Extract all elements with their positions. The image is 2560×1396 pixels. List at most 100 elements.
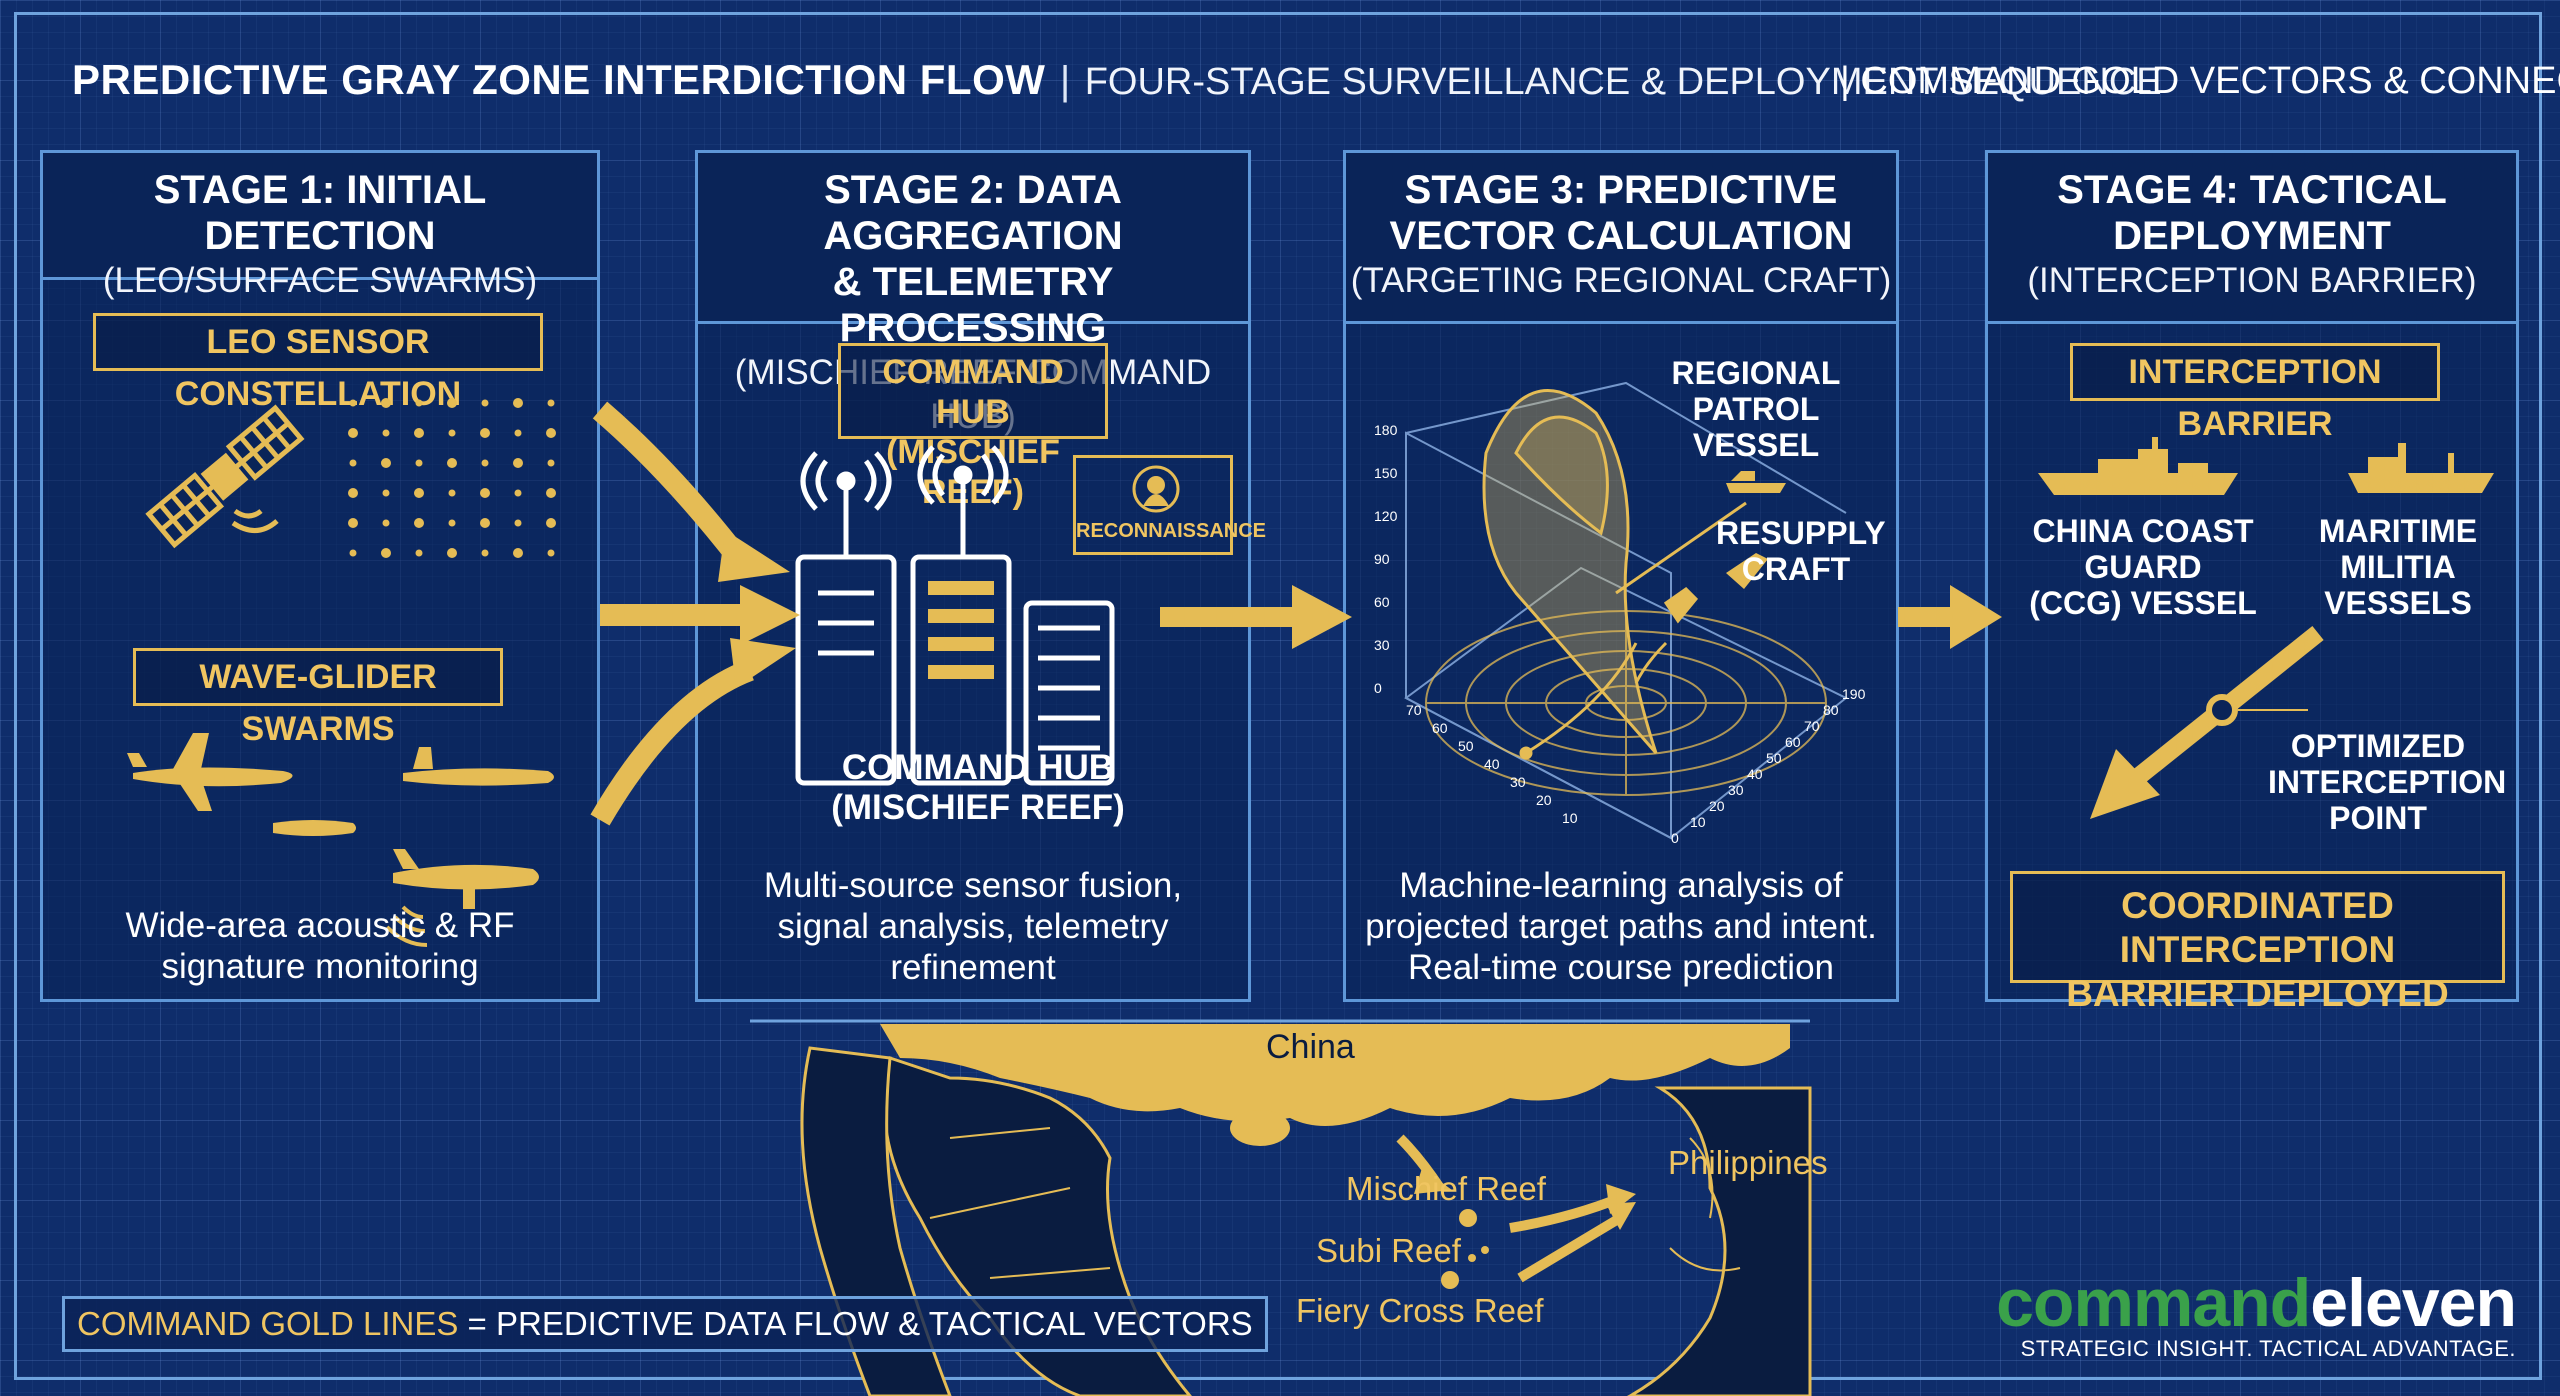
philippines-landmass [1626, 1086, 1812, 1396]
sensor-dot [349, 549, 357, 557]
command-hub-box-line1: COMMAND HUB [882, 353, 1064, 431]
sensor-dot [447, 548, 457, 558]
axis-tick-label: 10 [1562, 810, 1578, 826]
axis-tick-label: 60 [1374, 594, 1390, 610]
stage-3-title-line1: STAGE 3: PREDICTIVE [1404, 168, 1838, 212]
stage-3-header: STAGE 3: PREDICTIVE VECTOR CALCULATION (… [1346, 153, 1896, 324]
sensor-dot [381, 548, 391, 558]
outer-frame [14, 12, 2542, 1380]
stage-3-desc-line2: projected target paths and intent. [1365, 907, 1877, 946]
sensor-dot [513, 458, 523, 468]
hub-label-line2: (MISCHIEF REEF) [831, 788, 1125, 827]
militia-label-line1: MARITIME [2318, 513, 2478, 549]
resupply-craft-icon [1726, 553, 1768, 589]
sensor-dot [514, 429, 522, 437]
stage-4-subtitle: (INTERCEPTION BARRIER) [2027, 261, 2477, 300]
brand-logo: commandeleven STRATEGIC INSIGHT. TACTICA… [1996, 1264, 2517, 1362]
axis-tick-label: 60 [1432, 720, 1448, 736]
brand-word-eleven: eleven [2310, 1265, 2517, 1341]
fiery-cross-reef-marker [1441, 1271, 1459, 1289]
sensor-dot [514, 519, 522, 527]
sensor-dot [513, 548, 523, 558]
axis-tick-label: 90 [1374, 551, 1390, 567]
hainan-island [1230, 1110, 1290, 1146]
map-label-philippines: Philippines [1668, 1144, 1828, 1181]
militia-label-line3: VESSELS [2324, 585, 2472, 621]
point-label-line3: POINT [2329, 800, 2427, 836]
sensor-dot [480, 488, 490, 498]
coordinated-interception-box: COORDINATED INTERCEPTION BARRIER DEPLOYE… [2010, 871, 2505, 1014]
stage-2-title-line1: STAGE 2: DATA AGGREGATION [823, 168, 1123, 258]
stage-3-subtitle: (TARGETING REGIONAL CRAFT) [1350, 261, 1892, 300]
resupply-label-line1: RESUPPLY [1716, 515, 1886, 551]
stage-3-description: Machine-learning analysis of projected t… [1346, 865, 1896, 988]
axis-tick-label: 10 [1690, 814, 1706, 830]
sensor-dot [514, 489, 522, 497]
vessel-icons [2038, 437, 2494, 495]
stage-4-panel: STAGE 4: TACTICAL DEPLOYMENT (INTERCEPTI… [1985, 150, 2519, 1014]
axis-tick-label: 20 [1536, 792, 1552, 808]
point-label-line2: INTERCEPTION [2268, 764, 2507, 800]
sensor-dot [480, 428, 490, 438]
sensor-dot [546, 518, 556, 528]
sensor-dot [448, 429, 456, 437]
final-box-line1: COORDINATED INTERCEPTION [2119, 885, 2396, 970]
sensor-dot [448, 489, 456, 497]
sensor-dot [547, 399, 555, 407]
header-right-text: | COMMAND GOLD VECTORS & CONNECTORS [1840, 60, 2560, 102]
sensor-dot [381, 458, 391, 468]
sensor-dot [381, 398, 391, 408]
patrol-label-line1: REGIONAL [1671, 355, 1841, 391]
ccg-vessel-label: CHINA COAST GUARD (CCG) VESSEL [1998, 513, 2288, 621]
stage-1-desc-line2: signature monitoring [161, 947, 479, 986]
sensor-dot [414, 428, 424, 438]
axis-tick-label: 60 [1785, 734, 1801, 750]
axis-tick-label: 150 [1374, 465, 1398, 481]
stage-2-panel: STAGE 2: DATA AGGREGATION & TELEMETRY PR… [695, 150, 1266, 1002]
hub-label-line1: COMMAND HUB [841, 748, 1115, 787]
axis-tick-label: 30 [1510, 774, 1526, 790]
hacker-icon [1132, 465, 1180, 513]
stage-3-desc-line1: Machine-learning analysis of [1399, 866, 1843, 905]
stage-1-description: Wide-area acoustic & RF signature monito… [43, 905, 597, 987]
sensor-dot [414, 488, 424, 498]
axis-tick-label: 40 [1747, 766, 1763, 782]
mischief-reef-marker [1459, 1209, 1477, 1227]
axis-tick-label: 0 [1671, 830, 1679, 846]
resupply-label-line2: CRAFT [1741, 551, 1851, 587]
axis-tick-label: 80 [1823, 702, 1839, 718]
map-label-subi-reef: Subi Reef [1316, 1232, 1461, 1269]
stage-3-desc-line3: Real-time course prediction [1407, 948, 1834, 987]
optimized-interception-point-label: OPTIMIZED INTERCEPTION POINT [2268, 728, 2507, 836]
sensor-dot [348, 488, 358, 498]
command-hub-box: COMMAND HUB (MISCHIEF REEF) [838, 343, 1108, 511]
satellite-icon [145, 404, 305, 549]
final-box-line2: BARRIER DEPLOYED [2066, 973, 2449, 1014]
point-label-line1: OPTIMIZED [2290, 728, 2466, 764]
legend-gold-lines: COMMAND GOLD LINES [77, 1305, 459, 1342]
wave-glider-swarms-box: WAVE-GLIDER SWARMS [133, 648, 503, 748]
stage-2-title-line2: & TELEMETRY PROCESSING [832, 260, 1114, 350]
sensor-dot [447, 458, 457, 468]
sensor-dot [348, 518, 358, 528]
sensor-dot [349, 399, 357, 407]
sensor-dot [480, 518, 490, 528]
header: PREDICTIVE GRAY ZONE INTERDICTION FLOW |… [72, 56, 2162, 116]
sensor-dot [414, 518, 424, 528]
sensor-dot [447, 398, 457, 408]
ccg-label-line1: CHINA COAST GUARD [2032, 513, 2254, 585]
axis-tick-label: 50 [1766, 750, 1782, 766]
axis-tick-label: 180 [1374, 422, 1398, 438]
stage-4-title-line2: DEPLOYMENT [2113, 214, 2391, 258]
stage-2-header: STAGE 2: DATA AGGREGATION & TELEMETRY PR… [698, 153, 1248, 436]
interception-vector-arrow [2090, 625, 2324, 819]
sensor-dot [547, 459, 555, 467]
sensor-dot [349, 459, 357, 467]
axis-tick-label: 30 [1374, 637, 1390, 653]
sensor-dot [481, 549, 489, 557]
patrol-vessel-icon [1726, 483, 1786, 493]
interception-barrier-box: INTERCEPTION BARRIER [2070, 343, 2440, 443]
stage-2-description: Multi-source sensor fusion, signal analy… [698, 865, 1248, 988]
stage-1-header: STAGE 1: INITIAL DETECTION (LEO/SURFACE … [43, 153, 597, 300]
